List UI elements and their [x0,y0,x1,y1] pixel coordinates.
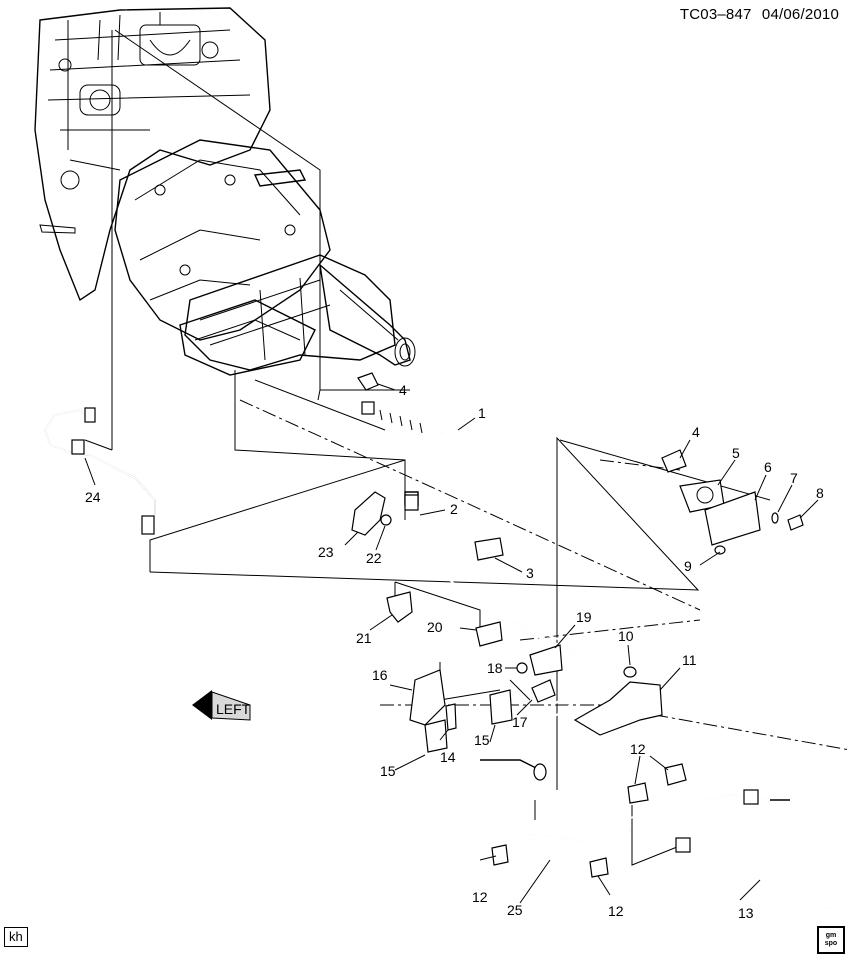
diagram-date: 04/06/2010 [761,6,839,23]
callout-12a: 12 [630,741,646,757]
diagram-id: TC03–847 [679,6,752,23]
callout-12b: 12 [472,889,488,905]
callout-23: 23 [318,544,334,560]
callout-8: 8 [816,485,824,501]
diagram-header: TC03–847 04/06/2010 [674,6,839,23]
callout-10: 10 [618,628,634,644]
callout-3: 3 [526,565,534,581]
callout-leaders [84,383,819,904]
callout-24: 24 [85,489,101,505]
callout-5: 5 [732,445,740,461]
callout-numbers: 1 2 3 4 4 5 6 7 8 9 10 11 12 12 12 13 14… [85,382,824,921]
callout-13: 13 [738,905,754,921]
callout-2: 2 [450,501,458,517]
callout-19: 19 [576,609,592,625]
direction-marker-text: LEFT [216,701,251,717]
callout-15a: 15 [380,763,396,779]
callout-16: 16 [372,667,388,683]
part-24-vent-hose [44,407,156,535]
callout-21: 21 [356,630,372,646]
transmission-illustration [34,7,416,376]
direction-marker: LEFT [192,690,251,721]
callout-1: 1 [478,405,486,421]
callout-25: 25 [507,902,523,918]
callout-4b: 4 [692,424,700,440]
callout-4a: 4 [399,382,407,398]
reference-lines [67,20,851,866]
callout-12c: 12 [608,903,624,919]
author-initials-box: kh [4,927,28,947]
logo-line-2: spo [824,940,838,947]
logo-line-1: gm [825,932,837,939]
callout-15b: 15 [474,732,490,748]
callout-17: 17 [512,714,528,730]
gm-spo-logo: gm spo [817,926,845,954]
callout-22: 22 [366,550,382,566]
callout-20: 20 [427,619,443,635]
callout-18: 18 [487,660,503,676]
callout-7: 7 [790,470,798,486]
part-13-line [675,837,831,909]
clip-parts [351,372,804,878]
callout-6: 6 [764,459,772,475]
callout-14: 14 [440,749,456,765]
callout-11: 11 [682,652,697,668]
callout-9: 9 [684,558,692,574]
